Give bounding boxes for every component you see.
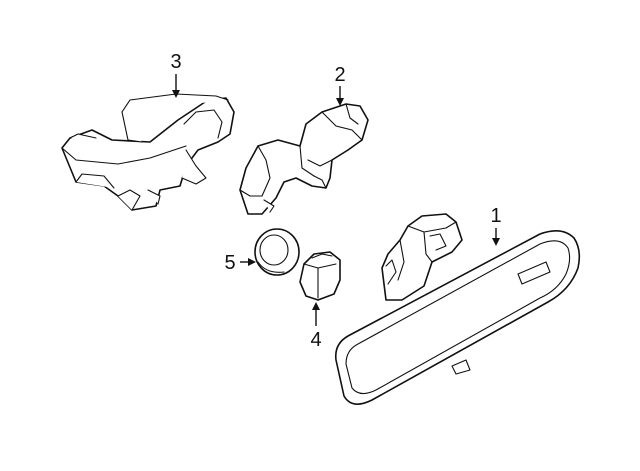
callout-4-arrowhead <box>312 302 320 310</box>
callout-5-arrowhead <box>248 258 256 266</box>
callout-1: 1 <box>490 205 502 246</box>
callout-4: 4 <box>310 302 322 351</box>
callout-2: 2 <box>334 64 346 106</box>
callout-5: 5 <box>224 252 256 274</box>
callout-5-label: 5 <box>224 252 235 274</box>
callout-4-label: 4 <box>310 329 321 351</box>
part-2-cover <box>239 103 369 215</box>
callout-1-label: 1 <box>490 205 501 227</box>
part-3-cover <box>61 93 235 211</box>
callout-3-arrowhead <box>172 90 180 98</box>
callout-2-arrowhead <box>336 98 344 106</box>
callout-1-arrowhead <box>492 238 500 246</box>
part-1-mirror <box>334 213 581 405</box>
callout-3: 3 <box>170 51 182 98</box>
part-5-ring <box>254 228 300 276</box>
callout-3-label: 3 <box>170 51 181 73</box>
callout-2-label: 2 <box>334 64 345 86</box>
part-4-adapter <box>299 251 341 301</box>
